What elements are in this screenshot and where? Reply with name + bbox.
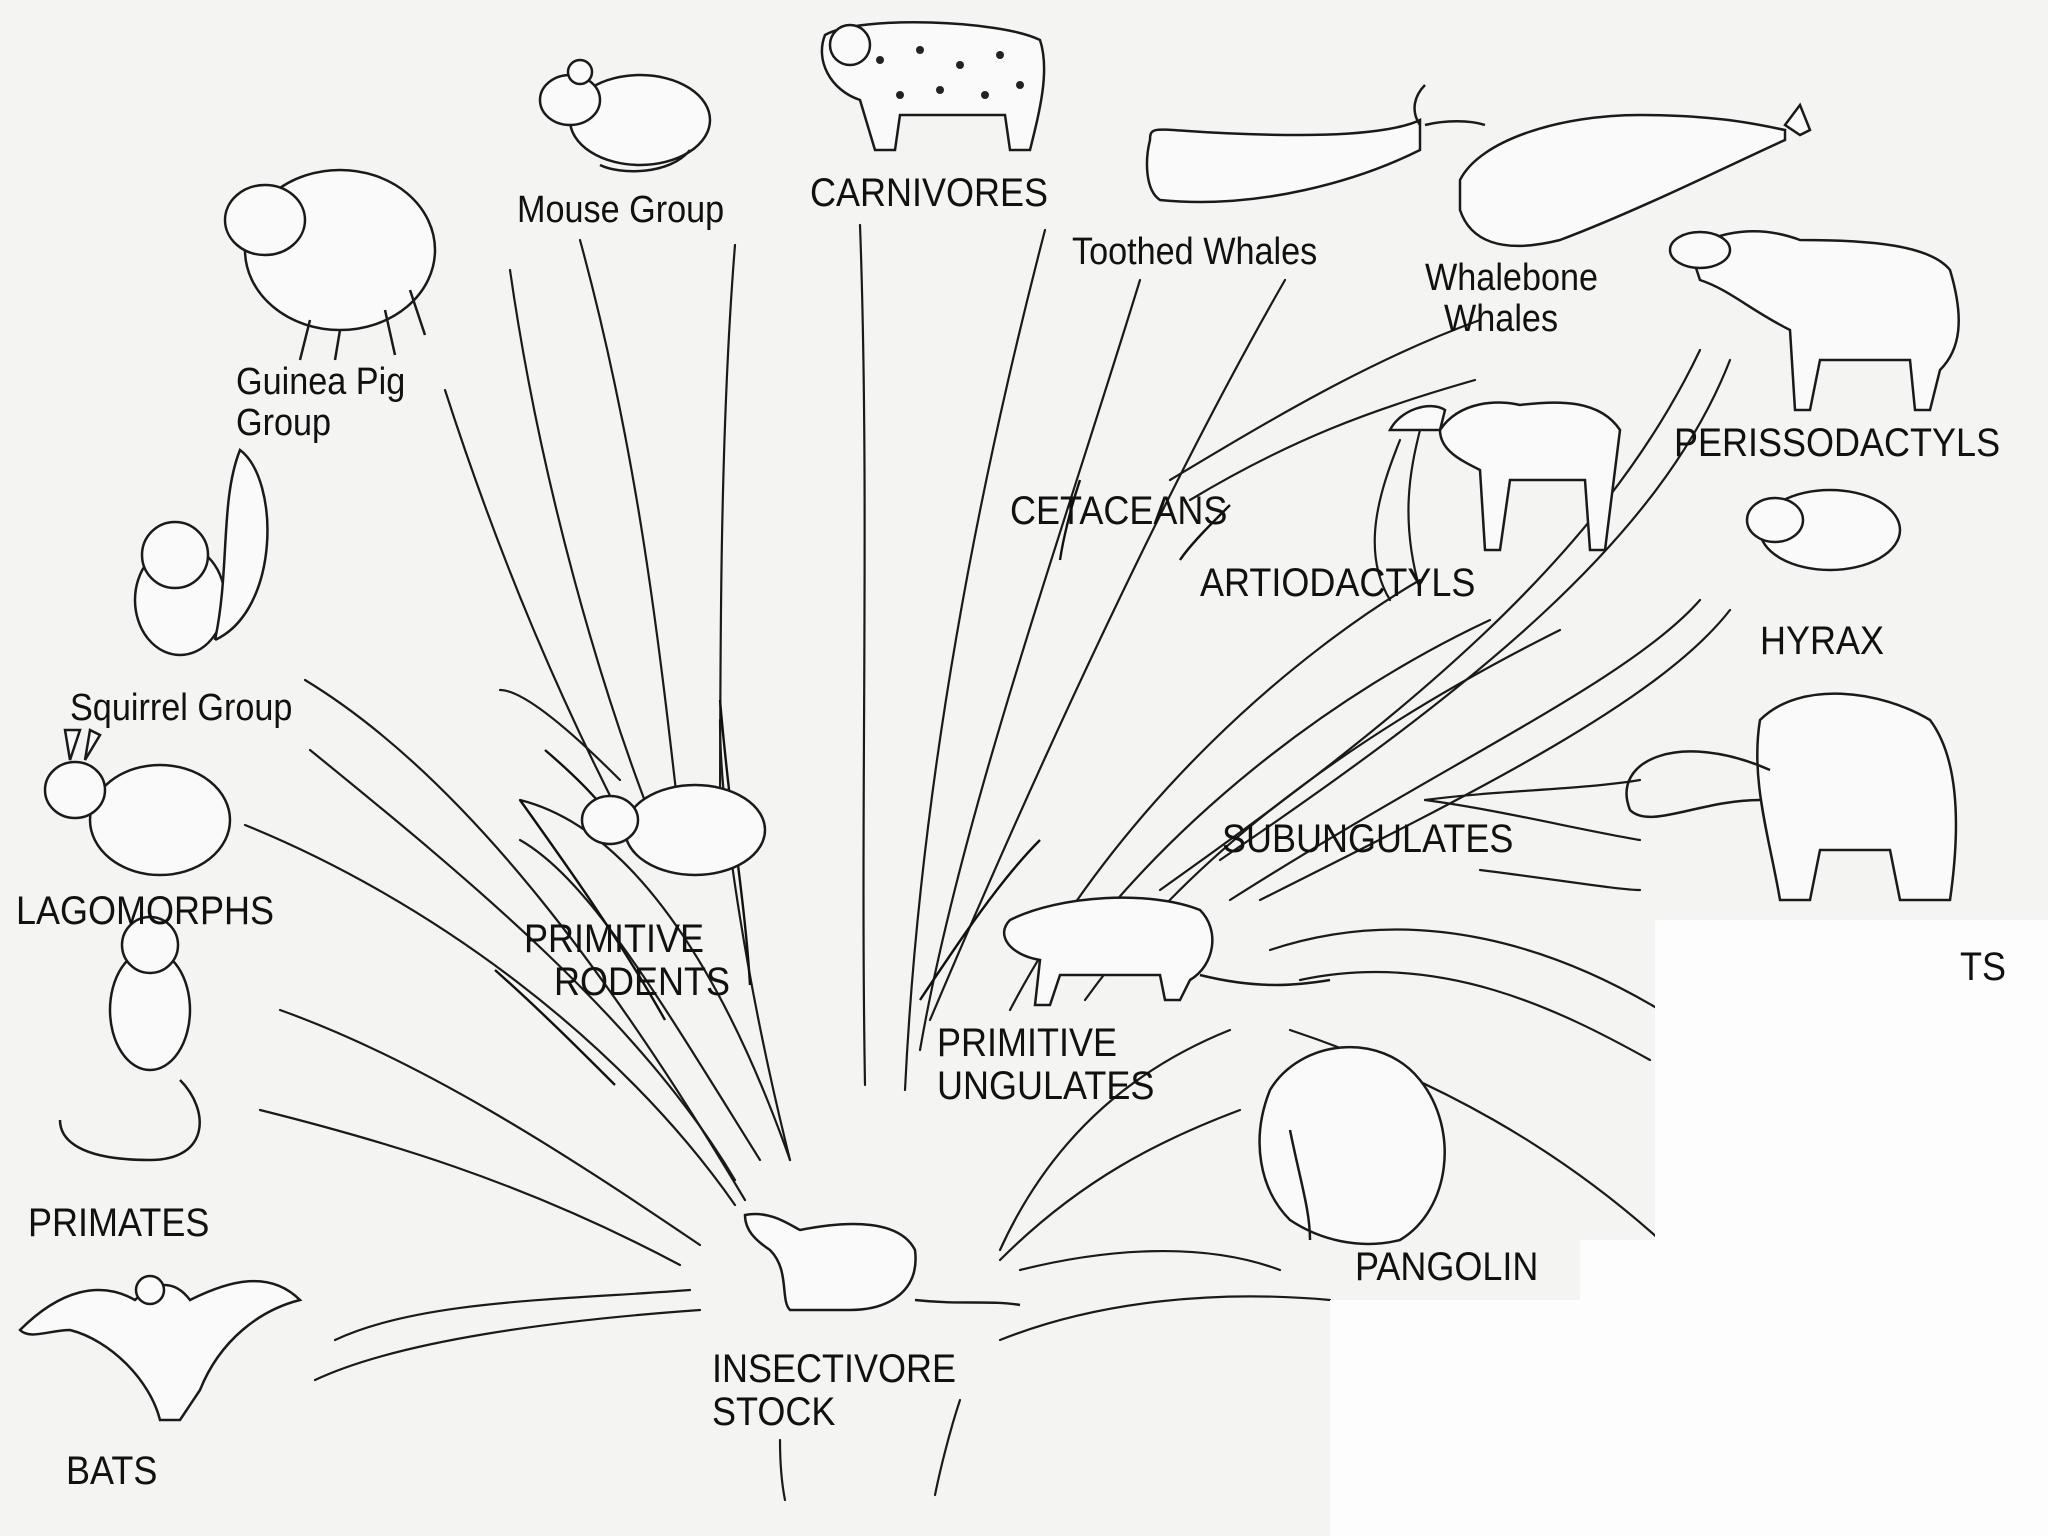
- white-overlay-patch-3: [1330, 1300, 1630, 1536]
- cross-line-7: [1179, 504, 1231, 561]
- branch-right-2: [1298, 970, 1652, 1062]
- perissodactyls-label: PERISSODACTYLS: [1674, 421, 2001, 465]
- branch-bats: [333, 1288, 692, 1342]
- perissodactyl-illustration: [1668, 230, 1960, 412]
- primitive-ungulate-illustration: [1003, 896, 1331, 1007]
- branch-ungulates-a: [998, 1028, 1232, 1252]
- branch-whalebone-2: [1188, 378, 1477, 502]
- branch-toothed-whales: [918, 278, 1142, 1052]
- branch-subungulate-2: [1423, 778, 1642, 802]
- animal-sketches: [18, 21, 1960, 1422]
- branch-right-1: [1268, 928, 1662, 1012]
- branch-down-2: [933, 1398, 962, 1497]
- branch-carnivore-2: [858, 223, 867, 1087]
- bats-label: BATS: [66, 1449, 158, 1493]
- branch-mouse-2: [578, 238, 687, 872]
- toothed-whales-label: Toothed Whales: [1072, 231, 1318, 273]
- cross-line-5: [919, 839, 1041, 1001]
- branch-subungulate-3: [1478, 868, 1642, 892]
- branch-whales-2: [928, 278, 1287, 1022]
- primates-label: PRIMATES: [28, 1201, 210, 1245]
- branch-lagomorphs-2: [308, 748, 737, 1182]
- branch-carnivore-3: [903, 228, 1047, 1092]
- branch-artio-fork: [1373, 438, 1402, 602]
- branch-artio-fork-2: [1407, 428, 1422, 592]
- mouse-illustration: [538, 58, 712, 173]
- pangolin-illustration: [1258, 1045, 1446, 1246]
- partial-label-ts: TS: [1960, 945, 2007, 989]
- subungulate-mammoth-illustration: [1625, 692, 1958, 902]
- insectivore-stock-label: INSECTIVORE STOCK: [712, 1347, 957, 1435]
- cross-line-1: [494, 969, 616, 1086]
- artiodactyl-illustration: [1387, 401, 1622, 552]
- white-overlay-patch-1: [1655, 920, 2048, 1240]
- branch-primates: [258, 1108, 682, 1267]
- artiodactyls-label: ARTIODACTYLS: [1200, 561, 1476, 605]
- cetaceans-label: CETACEANS: [1010, 489, 1228, 533]
- whalebone-whales-label: Whalebone Whales: [1425, 257, 1599, 341]
- hyrax-illustration: [1745, 488, 1902, 572]
- cross-line-6: [1058, 479, 1082, 561]
- branch-lower-right: [998, 1295, 1332, 1342]
- branch-down-1: [778, 1438, 787, 1502]
- branch-mouse-1: [508, 268, 662, 842]
- pangolin-label: PANGOLIN: [1355, 1245, 1539, 1289]
- lagomorph-illustration: [43, 728, 232, 877]
- mouse-group-label: Mouse Group: [517, 189, 725, 231]
- branch-ungulates-b: [998, 1108, 1242, 1262]
- toothed-whale-illustration: [1145, 84, 1486, 204]
- branch-squirrel: [303, 678, 747, 1202]
- branch-guinea-pig: [443, 388, 632, 837]
- primitive-rodent-illustration: [580, 783, 767, 877]
- whalebone-whale-illustration: [1458, 102, 1812, 248]
- squirrel-group-label: Squirrel Group: [70, 687, 293, 729]
- branch-lines: [243, 223, 1732, 1502]
- branch-perisso-2: [1218, 358, 1732, 862]
- branch-perisso-1: [1158, 348, 1702, 892]
- branch-carnivore-1: [718, 718, 792, 1162]
- guinea-pig-illustration: [223, 168, 437, 361]
- white-overlay-patch-2: [1580, 1240, 2048, 1536]
- branch-subungulate-1: [1423, 798, 1642, 842]
- primitive-rodents-label: PRIMITIVE RODENTS: [524, 917, 731, 1005]
- carnivore-illustration: [820, 21, 1046, 152]
- insectivore-illustration: [743, 1212, 1021, 1312]
- primate-illustration: [58, 915, 201, 1162]
- branch-rodents: [518, 798, 792, 1162]
- primitive-ungulates-label: PRIMITIVE UNGULATES: [937, 1021, 1155, 1109]
- branch-rodents-2: [518, 838, 762, 1162]
- bat-illustration: [18, 1274, 303, 1422]
- hyrax-label: HYRAX: [1760, 619, 1885, 663]
- subungulates-label: SUBUNGULATES: [1222, 817, 1514, 861]
- branch-bats-2: [313, 1308, 702, 1382]
- branch-whalebone: [1168, 318, 1482, 482]
- guinea-pig-group-label: Guinea Pig Group: [236, 361, 406, 445]
- branch-mouse-3: [718, 243, 737, 872]
- branch-to-rodents-3: [498, 688, 622, 782]
- squirrel-illustration: [133, 448, 269, 657]
- cross-line-2: [519, 799, 667, 1021]
- branch-lagomorphs: [243, 823, 737, 1207]
- branch-hyrax-2: [1258, 608, 1732, 902]
- branch-primates-2: [278, 1008, 702, 1247]
- lagomorphs-label: LAGOMORPHS: [16, 889, 275, 933]
- branch-pangolin: [1018, 1249, 1282, 1272]
- carnivores-label: CARNIVORES: [810, 171, 1049, 215]
- branch-hyrax-1: [1228, 598, 1702, 902]
